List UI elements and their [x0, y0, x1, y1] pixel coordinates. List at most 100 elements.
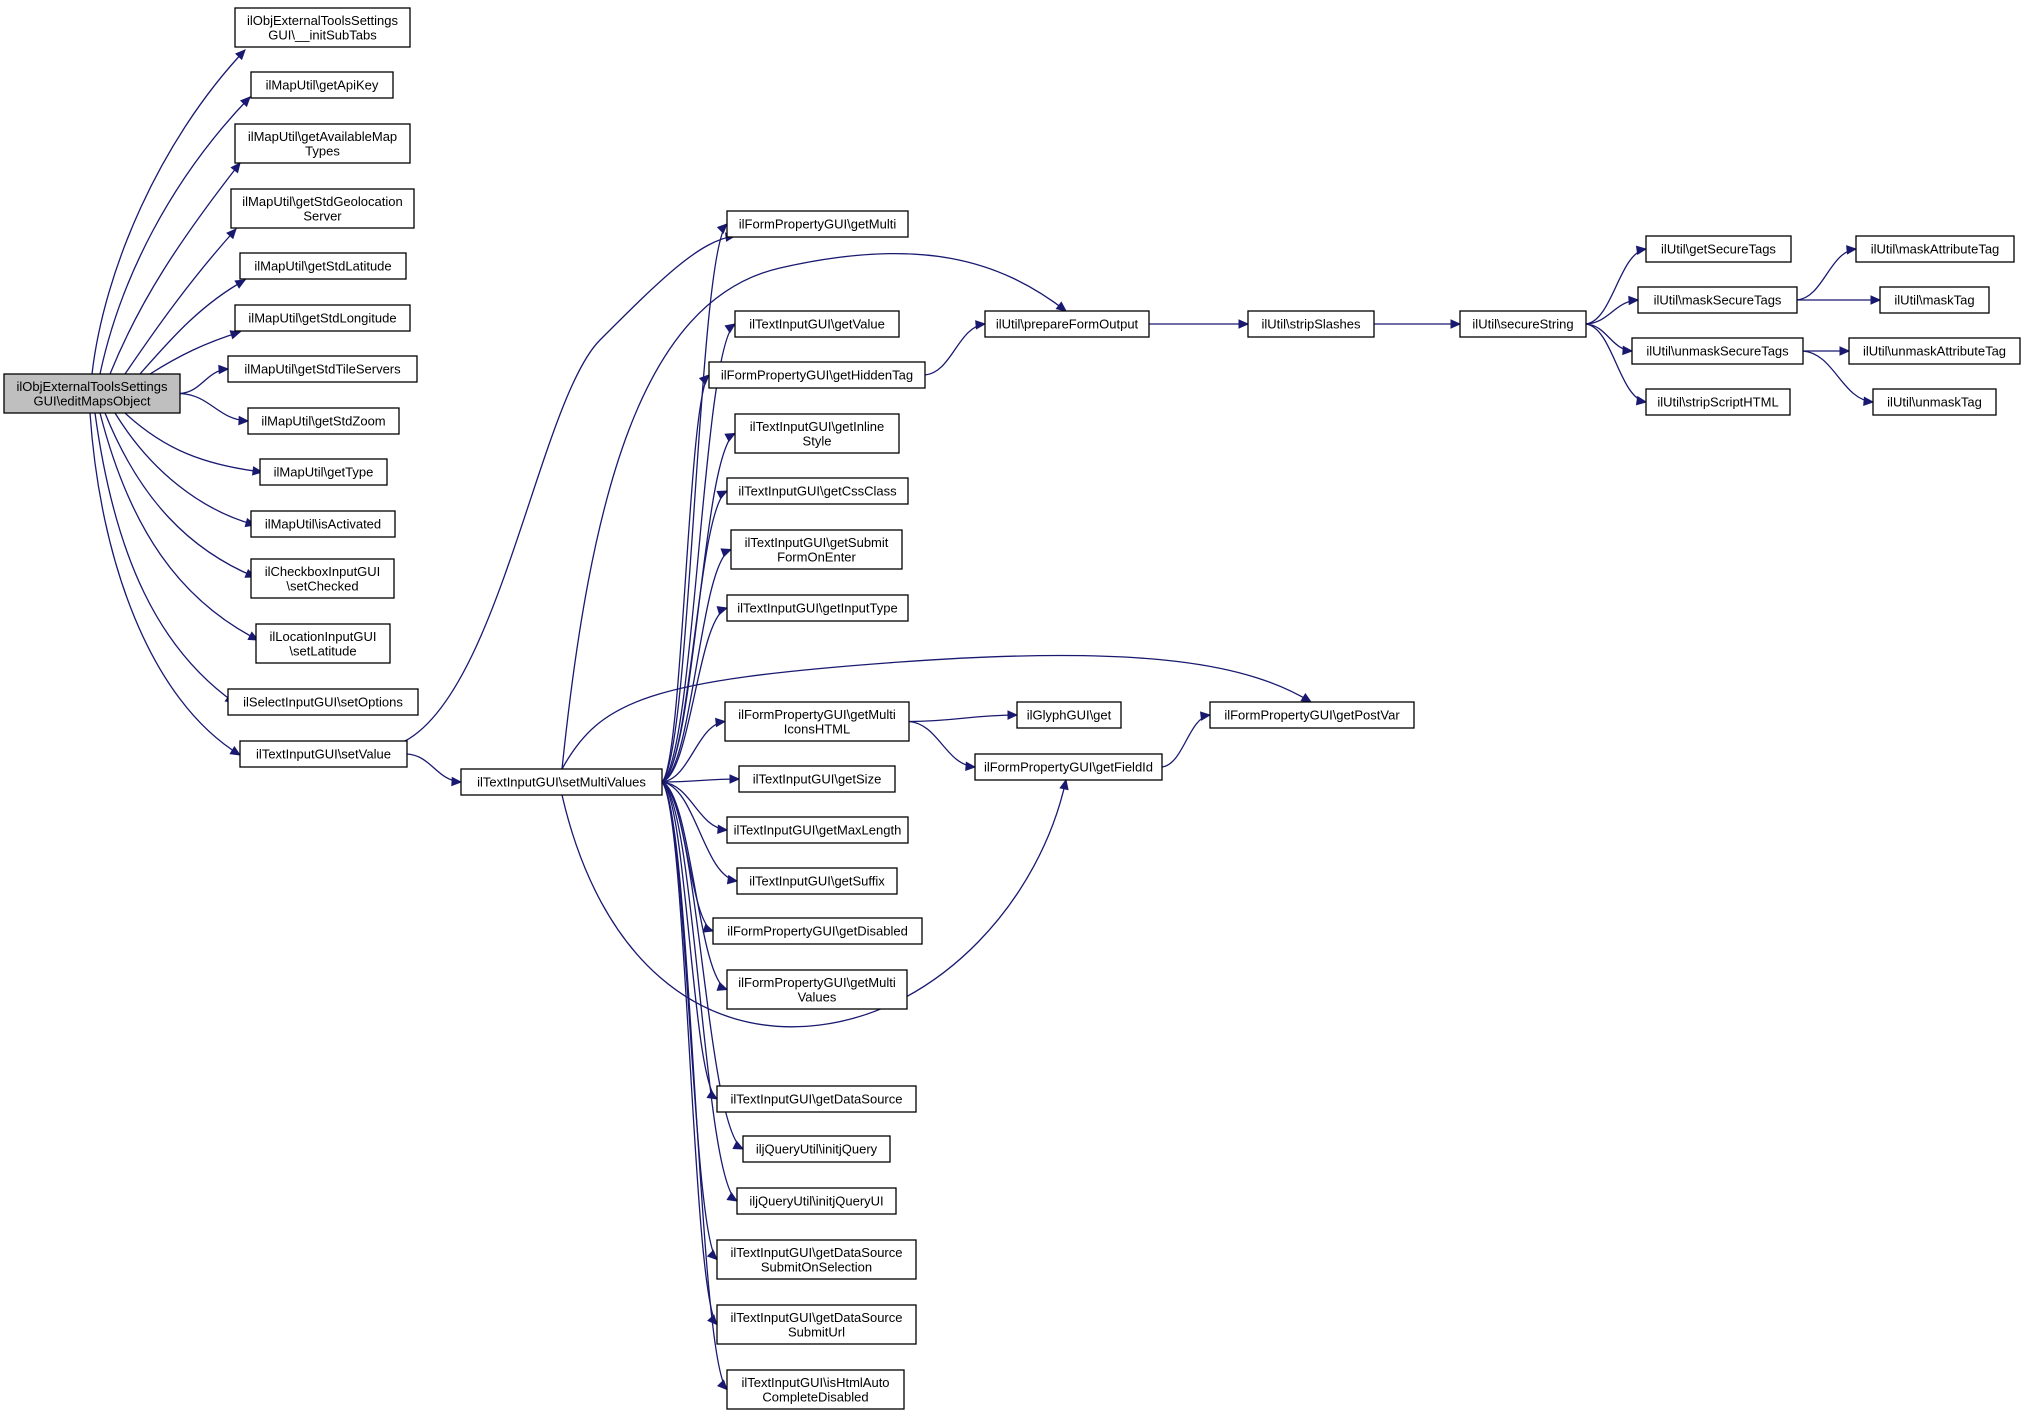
function-node-getHiddenTag[interactable]: ilFormPropertyGUI\getHiddenTag — [708, 361, 926, 389]
edge-secureString-to-getSecureTags — [1585, 245, 1648, 325]
node-box — [734, 413, 900, 454]
function-node-initSubTabs[interactable]: ilObjExternalToolsSettingsGUI\__initSubT… — [234, 7, 411, 48]
node-label: ilUtil\secureString — [1472, 317, 1573, 332]
function-node-getInputType[interactable]: ilTextInputGUI\getInputType — [726, 594, 909, 622]
function-node-initjQuery[interactable]: iljQueryUtil\initjQuery — [742, 1135, 891, 1163]
function-node-maskTag[interactable]: ilUtil\maskTag — [1879, 286, 1990, 314]
function-node-getDataSource[interactable]: ilTextInputGUI\getDataSource — [716, 1085, 917, 1113]
function-node-initjQueryUI[interactable]: iljQueryUtil\initjQueryUI — [736, 1187, 897, 1215]
function-node-setMultiValues[interactable]: ilTextInputGUI\setMultiValues — [460, 768, 663, 796]
edge-getFieldId-to-getPostVar — [1161, 711, 1212, 768]
node-label: ilFormPropertyGUI\getFieldId — [984, 760, 1153, 775]
edge-setMultiValues-to-getDataSource — [661, 781, 719, 1100]
edge-line — [124, 228, 237, 375]
edge-line — [661, 223, 728, 783]
arrow-head-icon — [1055, 301, 1067, 312]
node-box — [460, 768, 663, 796]
node-box — [712, 917, 923, 945]
function-node-getSuffix[interactable]: ilTextInputGUI\getSuffix — [736, 867, 898, 895]
node-label: SubmitUrl — [788, 1324, 845, 1339]
node-label: ilFormPropertyGUI\getPostVar — [1224, 708, 1400, 723]
node-box — [726, 969, 908, 1010]
node-label: ilUtil\getSecureTags — [1661, 242, 1776, 257]
function-node-getType[interactable]: ilMapUtil\getType — [259, 458, 388, 486]
node-label: ilTextInputGUI\getInputType — [737, 601, 897, 616]
function-node-getStdTileServers[interactable]: ilMapUtil\getStdTileServers — [227, 355, 418, 383]
node-box — [1209, 701, 1415, 729]
function-node-setOptions[interactable]: ilSelectInputGUI\setOptions — [227, 688, 419, 716]
edge-setValue-to-getMulti — [404, 232, 737, 742]
arrow-head-icon — [251, 466, 264, 476]
function-node-getDisabled[interactable]: ilFormPropertyGUI\getDisabled — [712, 917, 923, 945]
function-node-root[interactable]: ilObjExternalToolsSettingsGUI\editMapsOb… — [3, 373, 181, 414]
edge-root-to-getStdTileServers — [179, 364, 230, 395]
node-label: ilMapUtil\getStdZoom — [261, 414, 385, 429]
edge-line — [1796, 248, 1857, 301]
node-label: ilMapUtil\getStdTileServers — [244, 362, 401, 377]
function-node-unmaskAttributeTag[interactable]: ilUtil\unmaskAttributeTag — [1848, 337, 2021, 365]
arrow-head-icon — [702, 923, 715, 933]
function-node-stripSlashes[interactable]: ilUtil\stripSlashes — [1247, 310, 1375, 338]
function-node-setLatitude[interactable]: ilLocationInputGUI\setLatitude — [255, 623, 391, 664]
edge-getMultiIconsHTML-to-getFieldId — [908, 720, 977, 772]
node-label: ilFormPropertyGUI\getDisabled — [727, 924, 908, 939]
node-box — [984, 310, 1150, 338]
function-node-getCssClass[interactable]: ilTextInputGUI\getCssClass — [726, 477, 909, 505]
node-label: ilUtil\unmaskSecureTags — [1646, 344, 1789, 359]
node-box — [716, 1085, 917, 1113]
node-box — [250, 71, 394, 99]
edge-root-to-isActivated — [114, 412, 257, 528]
function-node-unmaskTag[interactable]: ilUtil\unmaskTag — [1872, 388, 1997, 416]
function-node-getStdLongitude[interactable]: ilMapUtil\getStdLongitude — [234, 304, 411, 332]
edge-line — [661, 781, 728, 1390]
node-box — [234, 304, 411, 332]
function-node-isHtmlAutoCompleteDisabled[interactable]: ilTextInputGUI\isHtmlAutoCompleteDisable… — [726, 1369, 905, 1410]
function-node-unmaskSecureTags[interactable]: ilUtil\unmaskSecureTags — [1631, 337, 1804, 365]
function-node-getApiKey[interactable]: ilMapUtil\getApiKey — [250, 71, 394, 99]
function-node-isActivated[interactable]: ilMapUtil\isActivated — [250, 510, 396, 538]
node-label: Types — [305, 143, 340, 158]
node-box — [1247, 310, 1375, 338]
function-node-getSecureTags[interactable]: ilUtil\getSecureTags — [1645, 235, 1792, 263]
edge-setMultiValues-to-getMultiIconsHTML — [661, 717, 727, 783]
function-node-setValue[interactable]: ilTextInputGUI\setValue — [239, 740, 408, 768]
node-box — [716, 1304, 917, 1345]
function-node-secureString[interactable]: ilUtil\secureString — [1459, 310, 1587, 338]
function-node-stripScriptHTML[interactable]: ilUtil\stripScriptHTML — [1645, 388, 1791, 416]
function-node-getStdZoom[interactable]: ilMapUtil\getStdZoom — [247, 407, 400, 435]
function-node-getStdLatitude[interactable]: ilMapUtil\getStdLatitude — [239, 252, 407, 280]
arrow-head-icon — [1628, 295, 1640, 306]
function-node-getDataSourceSubmitOnSelection[interactable]: ilTextInputGUI\getDataSourceSubmitOnSele… — [716, 1239, 917, 1280]
edge-root-to-getStdZoom — [179, 392, 250, 426]
edge-root-to-getApiKey — [99, 96, 251, 375]
node-label: ilUtil\stripSlashes — [1262, 317, 1361, 332]
function-node-getPostVar[interactable]: ilFormPropertyGUI\getPostVar — [1209, 701, 1415, 729]
node-label: ilUtil\unmaskAttributeTag — [1863, 344, 2006, 359]
function-node-maskSecureTags[interactable]: ilUtil\maskSecureTags — [1637, 286, 1798, 314]
function-node-prepareFormOutput[interactable]: ilUtil\prepareFormOutput — [984, 310, 1150, 338]
function-node-getFieldId[interactable]: ilFormPropertyGUI\getFieldId — [974, 753, 1163, 781]
node-box — [726, 210, 909, 238]
function-node-setChecked[interactable]: ilCheckboxInputGUI\setChecked — [250, 558, 395, 599]
node-label: ilFormPropertyGUI\getMulti — [739, 217, 897, 232]
edge-line — [404, 235, 736, 742]
function-node-getValue[interactable]: ilTextInputGUI\getValue — [734, 310, 900, 338]
edge-line — [561, 252, 1067, 770]
edge-setMultiValues-to-getMultiValues — [661, 781, 729, 991]
function-node-getMaxLength[interactable]: ilTextInputGUI\getMaxLength — [726, 816, 909, 844]
function-node-maskAttributeTag[interactable]: ilUtil\maskAttributeTag — [1855, 235, 2015, 263]
edge-setMultiValues-to-getSubmitFormOnEnter — [661, 548, 733, 783]
function-node-glyphGet[interactable]: ilGlyphGUI\get — [1016, 701, 1122, 729]
function-node-getSize[interactable]: ilTextInputGUI\getSize — [738, 765, 896, 793]
arrow-head-icon — [235, 49, 246, 61]
function-node-getMulti[interactable]: ilFormPropertyGUI\getMulti — [726, 210, 909, 238]
node-label: ilUtil\unmaskTag — [1887, 395, 1982, 410]
edge-setMultiValues-to-prepareFormOutput — [561, 252, 1067, 770]
